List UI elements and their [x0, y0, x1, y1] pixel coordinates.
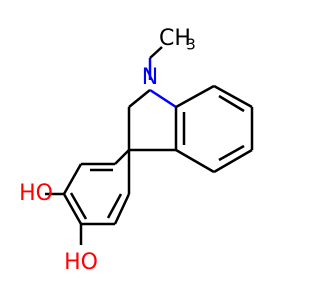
bond-left-ring-6: [113, 193, 131, 225]
bond-left-ring-3: [62, 163, 83, 195]
bond-right-ring-1: [175, 84, 215, 109]
bond-right-ring-2: [213, 84, 253, 109]
central-ring: [127, 88, 178, 152]
methyl-subscript: 3: [186, 36, 196, 54]
bond-left-ring-1: [114, 149, 130, 165]
bond-left-ring-4: [62, 193, 83, 225]
bond-right-ring-4: [213, 148, 253, 174]
bond-ch2-to-n: [128, 89, 151, 108]
bond-left-ring-double-left: [69, 192, 88, 220]
bond-methyl: [149, 46, 163, 59]
molecule-structure: N CH 3 HO HO: [19, 26, 254, 275]
nitrogen-label: N: [142, 65, 158, 90]
bond-left-ring-double-bottom: [106, 193, 123, 219]
bond-right-ring-5: [175, 148, 215, 174]
bond-n-to-right: [149, 88, 177, 109]
atom-labels: N CH 3 HO HO: [19, 26, 196, 275]
left-benzene-ring: [62, 149, 131, 226]
hydroxyl-bottom-label: HO: [64, 250, 98, 275]
bond-right-ring-double-right: [218, 144, 245, 162]
molecule-canvas: N CH 3 HO HO: [19, 26, 254, 275]
substituent-bonds: [45, 46, 163, 245]
right-benzene-ring: [175, 84, 254, 174]
bond-right-ring-double-top: [218, 94, 245, 113]
methyl-label: CH: [159, 26, 191, 51]
hydroxyl-left-label: HO: [19, 181, 53, 206]
